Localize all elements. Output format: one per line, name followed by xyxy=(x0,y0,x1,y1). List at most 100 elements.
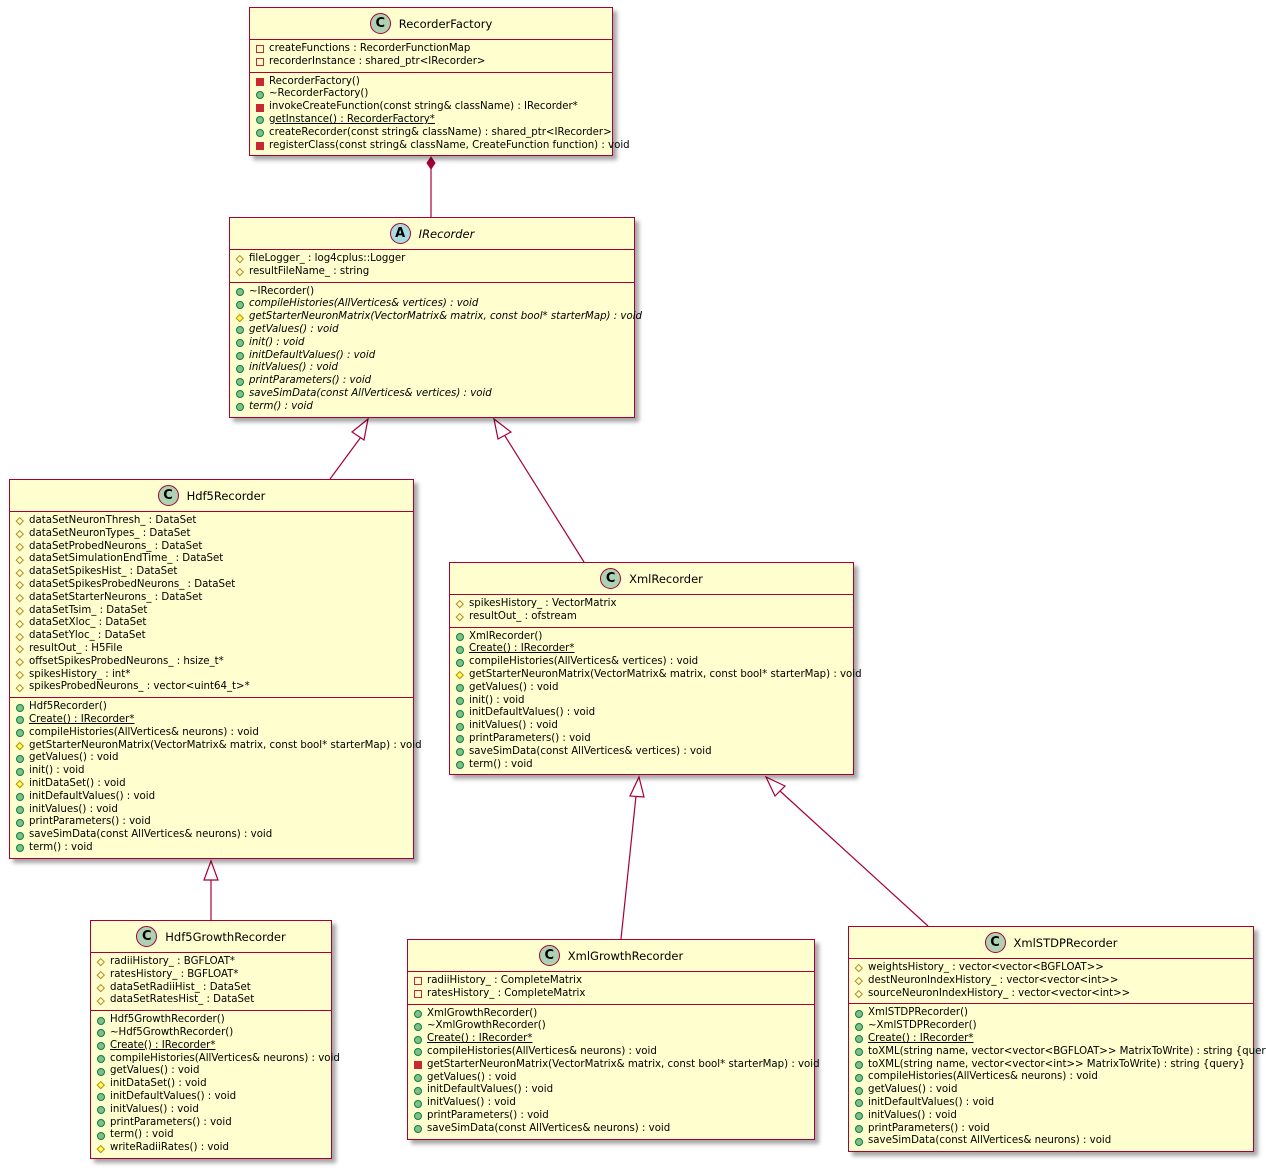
field-text: dataSetProbedNeurons_ : DataSet xyxy=(29,540,203,552)
public-method-icon xyxy=(16,754,24,763)
public-method-icon xyxy=(97,1016,105,1025)
field-text: radiiHistory_ : CompleteMatrix xyxy=(427,975,582,986)
method-row: Hdf5Recorder() xyxy=(16,701,408,714)
public-method-icon xyxy=(855,1112,863,1121)
field-row: sourceNeuronIndexHistory_ : vector<vecto… xyxy=(855,988,1248,1001)
method-row: getValues() : void xyxy=(414,1072,809,1085)
method-row: getStarterNeuronMatrix(VectorMatrix& mat… xyxy=(236,311,642,324)
public-method-icon xyxy=(456,748,464,757)
method-row: writeRadiiRates() : void xyxy=(97,1142,326,1155)
method-text: initDataSet() : void xyxy=(29,777,126,789)
public-method-icon xyxy=(236,364,244,373)
method-text: saveSimData(const AllVertices& vertices)… xyxy=(249,387,492,399)
field-row: dataSetNeuronThresh_ : DataSet xyxy=(16,515,408,528)
public-method-icon xyxy=(414,1099,422,1108)
method-row: term() : void xyxy=(97,1129,326,1142)
method-row: printParameters() : void xyxy=(456,733,848,746)
protected-field-icon xyxy=(16,607,24,615)
method-text: initValues() : void xyxy=(29,803,118,815)
public-method-icon xyxy=(414,1048,422,1057)
methods-section: Hdf5GrowthRecorder()~Hdf5GrowthRecorder(… xyxy=(91,1010,340,1158)
methods-section: RecorderFactory()~RecorderFactory()invok… xyxy=(250,71,630,156)
method-row: initDefaultValues() : void xyxy=(236,350,629,363)
protected-field-icon xyxy=(97,971,105,979)
field-row: fileLogger_ : log4cplus::Logger xyxy=(236,253,629,266)
protected-field-icon xyxy=(236,255,244,263)
public-method-icon xyxy=(855,1009,863,1018)
method-text: initDefaultValues() : void xyxy=(427,1084,554,1096)
method-row: initValues() : void xyxy=(97,1104,326,1117)
public-method-icon xyxy=(855,1060,863,1069)
private-method-icon xyxy=(256,77,264,86)
method-row: saveSimData(const AllVertices& neurons) … xyxy=(16,829,408,842)
field-row: resultOut_ : H5File xyxy=(16,643,408,656)
field-row: ratesHistory_ : CompleteMatrix xyxy=(414,988,809,1001)
method-text: getValues() : void xyxy=(868,1084,958,1096)
method-text: XmlGrowthRecorder() xyxy=(427,1007,538,1019)
method-text: RecorderFactory() xyxy=(269,75,360,87)
public-method-icon xyxy=(236,377,244,386)
method-row: compileHistories(AllVertices& neurons) :… xyxy=(855,1071,1248,1084)
protected-field-icon xyxy=(855,990,863,998)
method-text: initValues() : void xyxy=(868,1109,957,1121)
field-text: spikesHistory_ : int* xyxy=(29,668,131,680)
field-row: spikesHistory_ : int* xyxy=(16,669,408,682)
public-method-icon xyxy=(855,1048,863,1057)
field-row: spikesHistory_ : VectorMatrix xyxy=(456,598,848,611)
public-method-icon xyxy=(855,1073,863,1082)
method-text: term() : void xyxy=(110,1129,174,1141)
method-text: saveSimData(const AllVertices& vertices)… xyxy=(469,745,712,757)
class-icon: C xyxy=(600,568,622,589)
method-text: getStarterNeuronMatrix(VectorMatrix& mat… xyxy=(249,311,642,323)
protected-field-icon xyxy=(16,620,24,628)
method-text: term() : void xyxy=(29,841,93,853)
field-text: sourceNeuronIndexHistory_ : vector<vecto… xyxy=(868,987,1131,999)
public-method-icon xyxy=(16,844,24,853)
method-text: compileHistories(AllVertices& vertices) … xyxy=(469,656,699,668)
private-method-icon xyxy=(414,1061,422,1070)
field-row: createFunctions : RecorderFunctionMap xyxy=(256,43,607,56)
protected-field-icon xyxy=(855,964,863,972)
inheritance-arrow-icon xyxy=(203,859,219,881)
method-text: printParameters() : void xyxy=(469,732,591,744)
field-row: weightsHistory_ : vector<vector<BGFLOAT>… xyxy=(855,962,1248,975)
field-row: dataSetRadiiHist_ : DataSet xyxy=(97,982,326,995)
method-row: initDefaultValues() : void xyxy=(414,1084,809,1097)
relation-inheritance-xmlstdp-xml xyxy=(764,775,929,927)
class-icon: C xyxy=(984,932,1006,953)
method-text: compileHistories(AllVertices& vertices) … xyxy=(249,298,479,310)
method-row: ~XmlGrowthRecorder() xyxy=(414,1020,809,1033)
method-text: initDefaultValues() : void xyxy=(868,1096,995,1108)
field-text: resultOut_ : ofstream xyxy=(469,610,577,622)
public-method-icon xyxy=(414,1073,422,1082)
method-text: getValues() : void xyxy=(427,1071,517,1083)
method-text: saveSimData(const AllVertices& neurons) … xyxy=(427,1122,671,1134)
inheritance-arrow-icon xyxy=(629,775,645,798)
public-method-icon xyxy=(97,1106,105,1115)
method-text: ~XmlGrowthRecorder() xyxy=(427,1020,546,1032)
field-row: dataSetSimulationEndTime_ : DataSet xyxy=(16,553,408,566)
public-method-icon xyxy=(97,1131,105,1140)
protected-field-icon xyxy=(16,517,24,525)
method-row: getValues() : void xyxy=(456,682,848,695)
public-method-icon xyxy=(16,805,24,814)
method-text: toXML(string name, vector<vector<BGFLOAT… xyxy=(868,1045,1266,1057)
method-row: compileHistories(AllVertices& vertices) … xyxy=(456,656,848,669)
method-row: getValues() : void xyxy=(97,1065,326,1078)
inheritance-arrow-icon xyxy=(493,417,513,440)
method-row: compileHistories(AllVertices& vertices) … xyxy=(236,298,629,311)
relation-inheritance-xmlrecorder-irecorder xyxy=(493,417,585,563)
field-row: dataSetTsim_ : DataSet xyxy=(16,605,408,618)
method-row: XmlRecorder() xyxy=(456,631,848,644)
public-method-icon xyxy=(16,793,24,802)
